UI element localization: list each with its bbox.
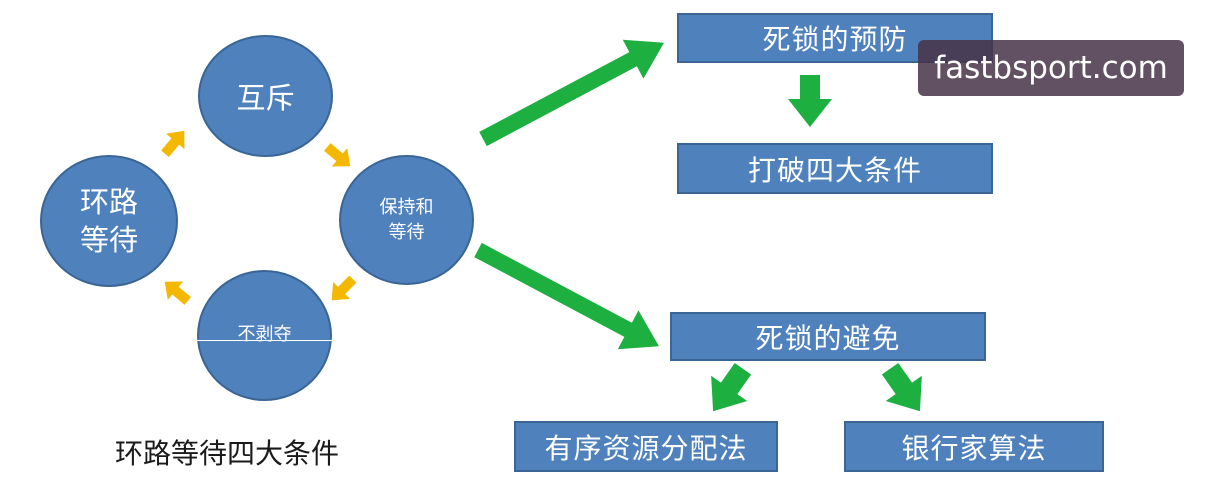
box-deadlock-avoidance-label: 死锁的避免 — [755, 321, 901, 355]
flow-arrow-to-prevention — [479, 39, 665, 147]
circle-hold-and-wait: 保持和 等待 — [339, 155, 474, 285]
box-break-four-conditions: 打破四大条件 — [677, 143, 993, 194]
cycle-arrow-right-to-bottom — [331, 275, 357, 301]
box-ordered-resource-allocation: 有序资源分配法 — [514, 421, 778, 472]
circle-no-preemption-label: 不剥夺 — [237, 323, 292, 345]
circle-mutual-exclusion: 互斥 — [198, 35, 333, 157]
box-bankers-algorithm-label: 银行家算法 — [901, 431, 1047, 465]
flow-arrow-to-avoidance — [474, 242, 660, 350]
circle-no-preemption: 不剥夺 — [193, 270, 336, 401]
box-deadlock-prevention-label: 死锁的预防 — [762, 23, 908, 56]
down-arrow-avoidance-to-bankers — [881, 362, 922, 412]
watermark-text: fastbsport.com — [934, 50, 1168, 86]
cycle-arrow-bottom-to-left — [164, 281, 191, 305]
circle-circular-wait-label: 环路 等待 — [79, 185, 138, 257]
box-deadlock-avoidance: 死锁的避免 — [670, 312, 986, 361]
circle-divider-line — [193, 340, 336, 341]
cycle-arrow-top-to-right — [324, 143, 351, 167]
circle-circular-wait: 环路 等待 — [40, 155, 178, 287]
down-arrow-prevention-to-break — [788, 75, 832, 127]
cycle-caption: 环路等待四大条件 — [115, 437, 340, 470]
box-break-four-conditions-label: 打破四大条件 — [747, 153, 922, 187]
watermark-badge: fastbsport.com — [918, 40, 1184, 96]
circle-hold-and-wait-label: 保持和 等待 — [379, 197, 434, 243]
box-bankers-algorithm: 银行家算法 — [844, 421, 1104, 472]
box-ordered-resource-allocation-label: 有序资源分配法 — [544, 431, 748, 465]
cycle-arrow-left-to-top — [161, 130, 185, 157]
circle-mutual-exclusion-label: 互斥 — [236, 81, 295, 115]
down-arrow-avoidance-to-ordered — [711, 362, 752, 412]
